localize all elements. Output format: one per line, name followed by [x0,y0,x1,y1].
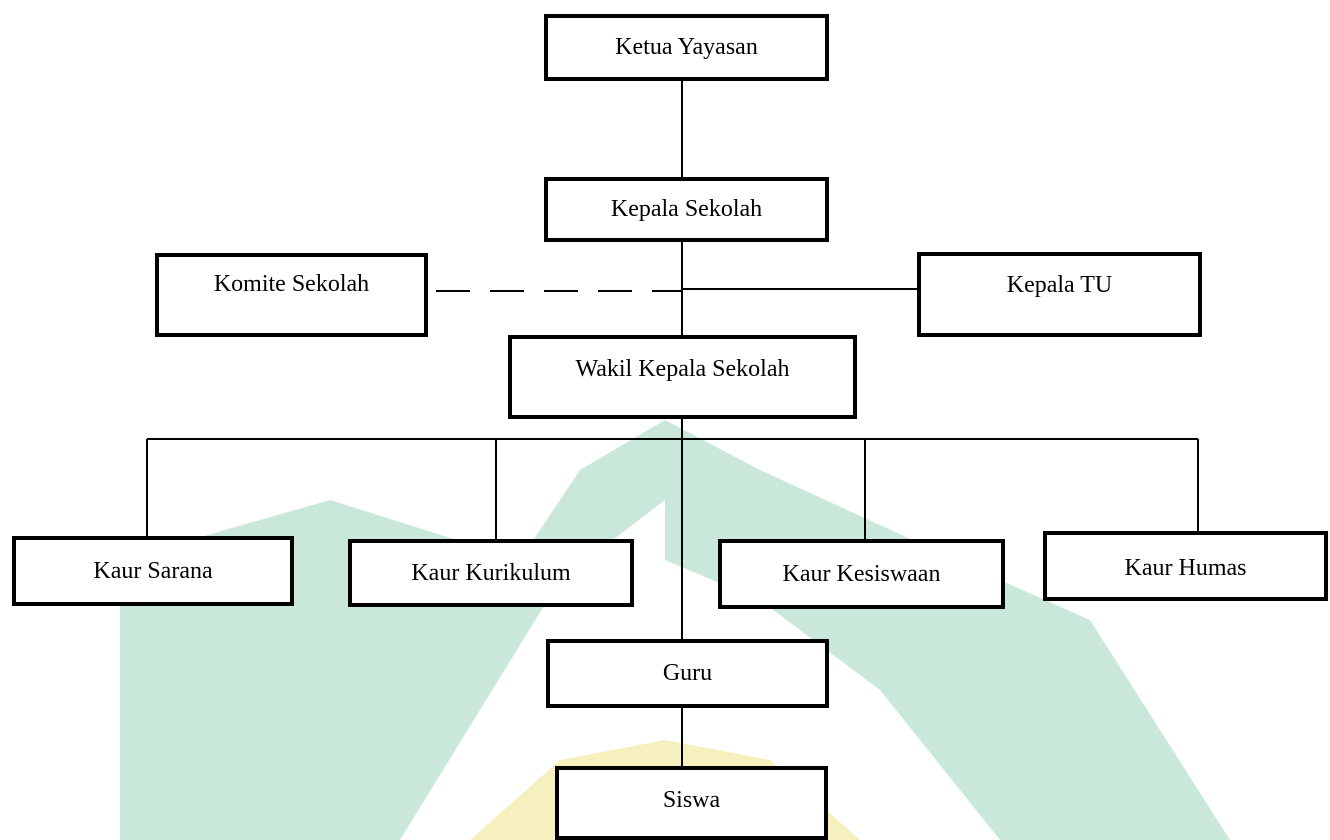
node-label: Kaur Sarana [93,557,213,584]
node-label: Wakil Kepala Sekolah [575,356,790,382]
node-kaur-humas: Kaur Humas [1043,531,1328,601]
node-label: Siswa [662,787,721,813]
node-kaur-kesiswaan: Kaur Kesiswaan [718,539,1005,609]
node-label: Kaur Kurikulum [411,559,571,586]
node-label: Guru [662,660,713,686]
node-label: Kaur Humas [1124,555,1247,581]
watermark-left-shape [120,420,665,840]
node-kepala-tu: Kepala TU [917,252,1202,337]
node-label: Komite Sekolah [213,271,370,297]
node-wakil-kepala-sekolah: Wakil Kepala Sekolah [508,335,857,419]
node-label: Kepala TU [1006,272,1113,298]
node-kaur-sarana: Kaur Sarana [12,536,294,606]
node-label: Kepala Sekolah [610,196,763,222]
node-siswa: Siswa [555,766,828,840]
watermark-right-shape [665,420,1230,840]
node-kepala-sekolah: Kepala Sekolah [544,177,829,242]
node-label: Kaur Kesiswaan [782,560,941,587]
node-kaur-kurikulum: Kaur Kurikulum [348,539,634,607]
node-guru: Guru [546,639,829,708]
node-label: Ketua Yayasan [615,34,758,60]
node-komite-sekolah: Komite Sekolah [155,253,428,337]
node-ketua-yayasan: Ketua Yayasan [544,14,829,81]
